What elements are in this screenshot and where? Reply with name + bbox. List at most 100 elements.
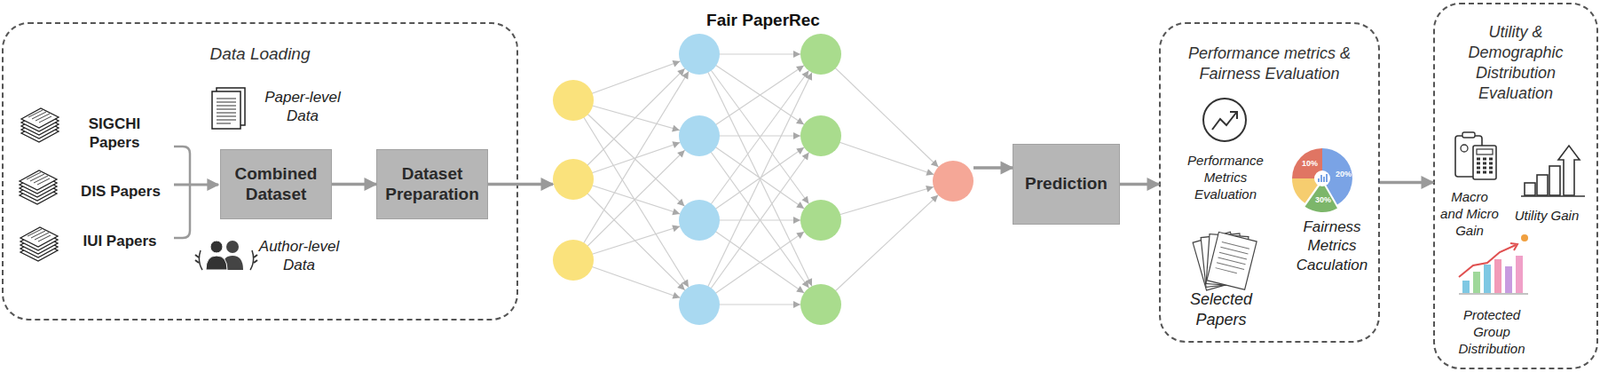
network-link	[820, 54, 954, 182]
source-label: IUI Papers	[82, 231, 157, 251]
region-title: Data Loading	[3, 23, 517, 64]
distribution-bar	[1494, 259, 1502, 293]
network-region: Fair PaperRec	[552, 7, 974, 329]
process-box: Prediction	[1012, 143, 1120, 225]
group-region: Data LoadingCombined Dataset Dataset Prep…	[1, 22, 519, 321]
hidden-neuron	[678, 115, 720, 157]
connector-group	[1119, 183, 1159, 185]
pie-percent: 20%	[1335, 169, 1352, 180]
network-link	[573, 135, 700, 261]
author-body	[205, 255, 228, 270]
network-link	[820, 135, 954, 182]
data-label: Paper-level Data	[256, 87, 350, 127]
pie-center	[1314, 170, 1331, 187]
flow-arrow	[488, 182, 553, 187]
merge-arrow	[173, 183, 219, 187]
process-box: Combined Dataset	[220, 149, 332, 220]
distribution-bar	[1505, 266, 1513, 293]
pie-percent: 30%	[1315, 195, 1332, 205]
hidden-neuron	[678, 33, 720, 75]
trend-icon	[1203, 98, 1246, 142]
distribution-bar	[1462, 280, 1470, 293]
flow-arrow	[331, 182, 377, 187]
connector-group	[973, 167, 1013, 169]
source-label: SIGCHI Papers	[78, 114, 150, 153]
data-label: Author-level Data	[250, 236, 348, 276]
input-neuron	[552, 158, 594, 200]
network-link	[699, 135, 821, 221]
connector-group	[1379, 181, 1434, 183]
paper-lines	[1215, 242, 1250, 276]
network-neurons	[552, 33, 974, 325]
network-title: Fair PaperRec	[552, 9, 974, 31]
distribution-bar	[1515, 255, 1523, 293]
icon-caption: Protected Group Distribution	[1454, 307, 1530, 357]
author-icon	[195, 240, 258, 270]
flow-arrow	[973, 165, 1013, 170]
network-link	[820, 181, 954, 305]
hidden-neuron	[678, 199, 720, 241]
clipboard-pie	[1460, 144, 1468, 152]
author-head	[226, 240, 239, 253]
laurel-leaves	[195, 254, 258, 263]
hidden-neuron	[800, 33, 842, 75]
icon-caption: Performance Metrics Evaluation	[1181, 152, 1270, 203]
region-title: Performance metrics & Fairness Evaluatio…	[1160, 23, 1379, 85]
pie-percent: 10%	[1301, 158, 1318, 169]
calculator-body	[1473, 145, 1497, 180]
network-link	[699, 135, 821, 221]
document-icon	[212, 87, 245, 129]
trend-line	[1212, 112, 1237, 130]
calculator-screen	[1476, 149, 1493, 155]
network-link	[699, 54, 821, 136]
process-box: Dataset Preparation	[376, 149, 489, 220]
distribution-trend	[1458, 244, 1516, 277]
network-link	[699, 54, 821, 136]
pie-center-bars	[1318, 173, 1327, 182]
icon-caption: Utility Gain	[1514, 207, 1580, 225]
hidden-neuron	[800, 199, 842, 241]
network-link	[699, 220, 821, 305]
icon-caption: Macro and Micro Gain	[1438, 189, 1501, 239]
trend-circle	[1203, 98, 1246, 142]
author-head	[210, 240, 223, 253]
paper-sheet	[1206, 231, 1257, 290]
flow-arrow	[1379, 181, 1434, 185]
papers-icon	[1192, 231, 1257, 291]
network-link	[573, 54, 700, 261]
gain-bar	[1549, 165, 1561, 196]
network-link	[699, 220, 821, 305]
box-label: Combined Dataset	[224, 164, 328, 205]
input-neuron	[552, 79, 594, 121]
network-link	[573, 54, 700, 180]
network-links	[573, 54, 954, 305]
distribution-baseline	[1458, 292, 1529, 294]
gain-bar	[1536, 174, 1548, 196]
document-sheet	[212, 91, 241, 129]
merge-bracket	[173, 146, 190, 238]
icon-caption: Selected Papers	[1179, 289, 1264, 330]
distribution-trend-arrow	[1510, 243, 1518, 251]
laurel	[198, 250, 253, 270]
network-link	[699, 54, 821, 305]
hidden-neuron	[800, 283, 842, 325]
gain-arrow	[1558, 145, 1580, 196]
flow-arrow	[1119, 182, 1159, 187]
paper-stack-icon	[19, 170, 57, 205]
hidden-neuron	[678, 283, 720, 325]
distribution-dot	[1521, 234, 1529, 242]
box-label: Dataset Preparation	[380, 164, 484, 205]
source-label: DIS Papers	[80, 181, 161, 201]
output-neuron	[932, 160, 974, 202]
clipboard-clip	[1462, 132, 1475, 138]
trend-arrow	[1229, 111, 1238, 119]
calculator-icon	[1455, 132, 1497, 180]
paper-stack-icon	[20, 227, 58, 261]
region-title: Utility & Demographic Distribution Evalu…	[1434, 4, 1597, 104]
distribution-icon	[1458, 234, 1529, 294]
network-link	[820, 181, 954, 221]
paper-stack-icon	[21, 108, 59, 142]
icon-caption: Fairness Metrics Caculation	[1290, 217, 1375, 275]
